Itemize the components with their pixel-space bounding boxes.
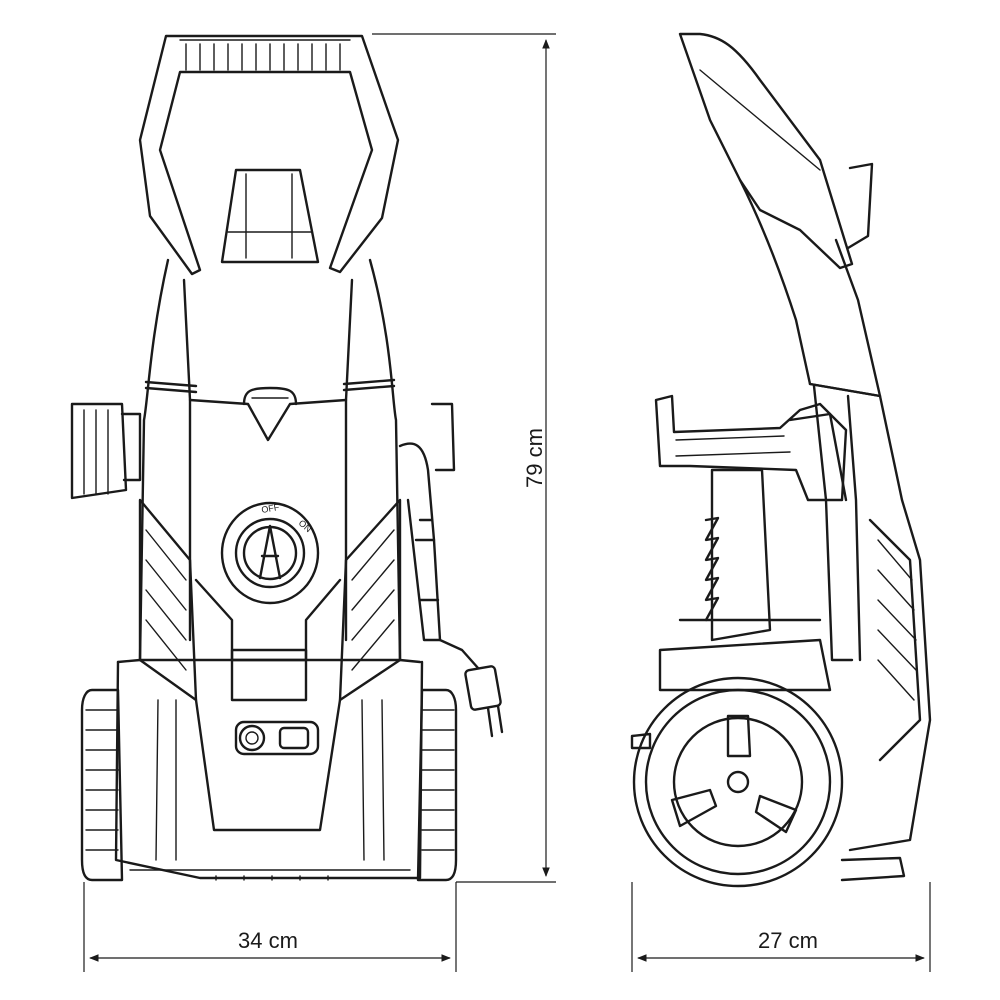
height-label: 79 cm — [522, 428, 547, 488]
on-off-dial[interactable]: OFF ON — [220, 501, 320, 605]
front-lower-body — [114, 658, 424, 881]
front-wheel-right — [416, 688, 458, 882]
front-power-cord — [398, 402, 504, 738]
width-front-label: 34 cm — [238, 928, 298, 953]
front-view: OFF ON — [70, 34, 504, 882]
side-handle — [678, 32, 882, 398]
depth-side-label: 27 cm — [758, 928, 818, 953]
front-handle — [138, 34, 400, 276]
side-wheel — [630, 676, 906, 888]
dial-on-label: ON — [297, 518, 314, 534]
dimension-height: 79 cm — [372, 33, 556, 883]
side-hose-arm — [654, 394, 848, 502]
side-view — [630, 32, 932, 888]
dial-off-label: OFF — [261, 502, 281, 515]
dimension-depth-side: 27 cm — [631, 882, 931, 972]
front-hose-holder — [70, 402, 142, 500]
dimension-width-front: 34 cm — [83, 882, 457, 972]
front-wheel-left — [80, 688, 124, 882]
side-main-body — [658, 382, 932, 852]
